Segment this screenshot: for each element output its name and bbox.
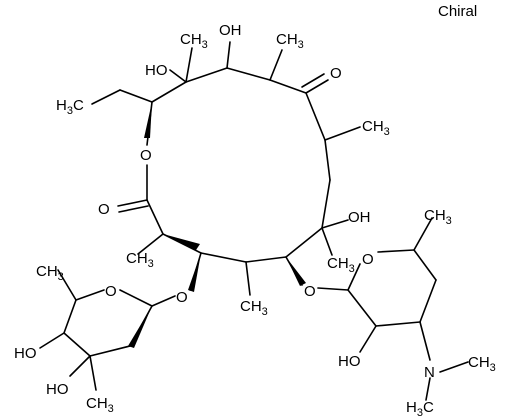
label-ho-left: HO [145,62,168,79]
label-lactone-o: O [98,201,110,218]
label-ch3-top: CH3 [180,31,208,51]
label-ch3-n1: CH3 [468,354,496,374]
atom-labels: Chiral OH HO CH3 CH3 O CH3 H3C O O OH CH… [14,3,496,418]
label-o-sugar2: O [362,251,374,268]
label-oh-mid: OH [348,209,371,226]
label-h3c-n2: H3C [406,399,434,418]
label-ketone-o: O [330,65,342,82]
label-ch3-right: CH3 [362,118,390,138]
label-o-glyc2: O [304,283,316,300]
label-ch3-sugar2: CH3 [424,207,452,227]
label-ho-sugar1a: HO [14,345,37,362]
label-ch3-c4: CH3 [240,298,268,318]
label-ch3-sugar1b: CH3 [86,395,114,415]
label-ch3-c6: CH3 [327,255,355,275]
label-ring-o: O [140,147,152,164]
label-ho-sugar2: HO [338,353,361,370]
label-ch3-top-right: CH3 [276,31,304,51]
label-ch3-sugar1: CH3 [36,263,64,283]
stereo-wedges [128,102,306,348]
label-n-dimethyl: N [424,364,435,381]
label-ho-sugar1b: HO [46,381,69,398]
label-oh-top: OH [219,22,242,39]
label-o-sugar1: O [105,283,117,300]
bonds [39,41,469,401]
label-ch3-c2: CH3 [126,250,154,270]
chiral-flag: Chiral [438,3,477,20]
label-o-glyc1: O [176,289,188,306]
label-h3c-ethyl: H3C [56,97,84,117]
